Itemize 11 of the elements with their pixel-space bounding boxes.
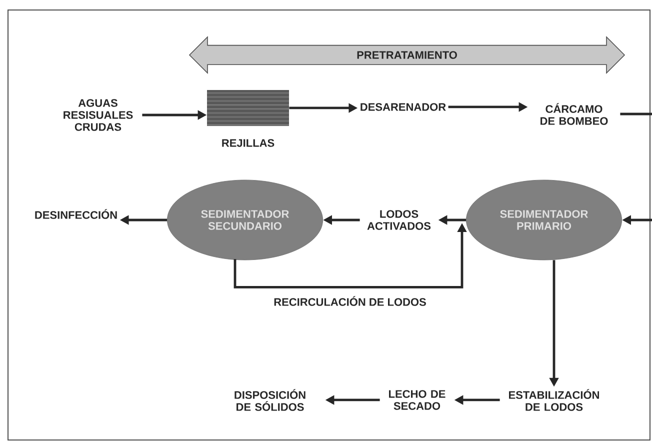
step-label: AGUAS RESISUALES CRUDAS (64, 99, 133, 131)
step-label: DISPOSICIÓN DE SÓLIDOS (234, 389, 306, 411)
step-label: CÁRCAMO DE BOMBEO (540, 103, 608, 125)
step-label: DESINFECCIÓN (35, 209, 117, 219)
edge-label: RECIRCULACIÓN DE LODOS (272, 294, 428, 308)
step-label: LODOS ACTIVADOS (367, 210, 431, 230)
step-label: LECHO DE SECADO (389, 390, 446, 410)
node-label: REJILLAS (222, 139, 274, 147)
arrow (620, 112, 652, 225)
step-label: DESARENADOR (360, 103, 446, 111)
step-label: ESTABILIZACIÓN DE LODOS (509, 389, 599, 411)
